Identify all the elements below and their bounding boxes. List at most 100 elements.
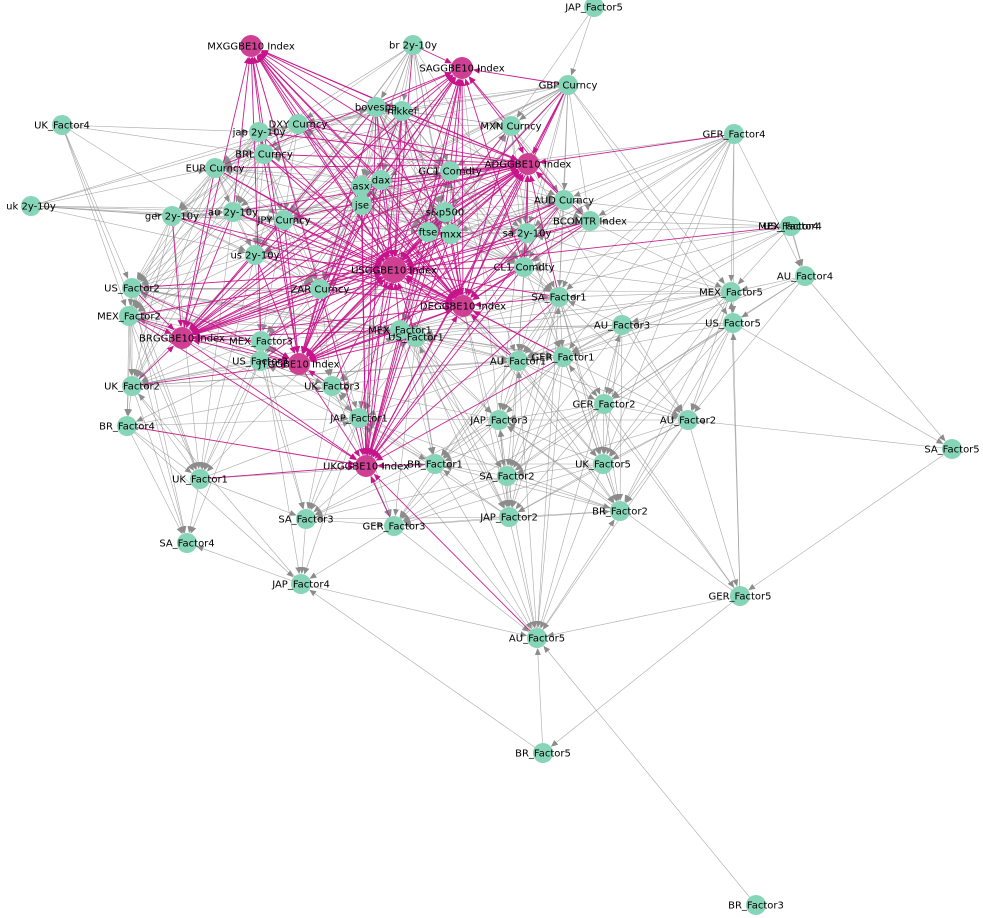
node-AU_Factor3[interactable] [612, 315, 632, 335]
edge-AUD-to-UKGGBE10 [372, 199, 565, 458]
node-DXY[interactable] [288, 114, 308, 134]
edge-nikkei-to-BRGGBE10 [189, 110, 403, 331]
node-SA_Factor4[interactable] [177, 533, 197, 553]
edge-DXY-to-ger2y [180, 123, 299, 211]
node-AU_Factor5[interactable] [527, 628, 547, 648]
node-mxx[interactable] [441, 224, 461, 244]
node-AU_Factor2[interactable] [678, 410, 698, 430]
node-GER_Factor1[interactable] [553, 347, 573, 367]
node-label: SAGGBE10 Index [419, 64, 504, 75]
node-EUR[interactable] [205, 158, 225, 178]
edge-US_Factor2-to-AU_Factor1 [131, 287, 509, 361]
node-ZAR[interactable] [310, 279, 330, 299]
edge-bovespa-to-au2y [241, 106, 377, 207]
node-dax[interactable] [371, 170, 391, 190]
node-GER_Factor4[interactable] [724, 124, 744, 144]
edge-GC1-to-CL1 [449, 170, 518, 260]
edge-bovespa-to-MXGGBE10 [260, 50, 377, 108]
node-GER_Factor3[interactable] [384, 516, 404, 536]
node-MEX_Factor5[interactable] [721, 282, 741, 302]
node-GBP[interactable] [558, 75, 578, 95]
edge-sp500-to-sa2y [444, 211, 518, 232]
node-SA_Factor5[interactable] [942, 439, 962, 459]
node-jap2y[interactable] [249, 122, 269, 142]
node-US_Factor5[interactable] [723, 313, 743, 333]
node-US_Factor3[interactable] [250, 351, 270, 371]
node-GC1[interactable] [440, 161, 460, 181]
node-US_Factor1[interactable] [406, 327, 426, 347]
edge-AU_Factor4-to-GER_Factor1 [572, 275, 806, 355]
edge-AU_Factor1-to-MEX_Factor1 [409, 331, 519, 362]
node-UK_Factor4[interactable] [52, 115, 72, 135]
node-asx[interactable] [351, 176, 371, 196]
node-JAP_Factor1[interactable] [349, 408, 369, 428]
edge-BR_Factor4-to-UK_Factor3 [126, 386, 323, 427]
node-JAP_Factor5[interactable] [584, 0, 604, 17]
edge-JAP_Factor3-to-BR_Factor1 [443, 419, 500, 459]
node-br2y[interactable] [403, 35, 423, 55]
node-BR_Factor2[interactable] [610, 501, 630, 521]
node-nikkei[interactable] [392, 101, 412, 121]
node-MEX_Factor3[interactable] [251, 331, 271, 351]
edge-SA_Factor2-to-BR_Factor2 [506, 475, 611, 509]
node-UK_Factor5[interactable] [593, 454, 613, 474]
edge-GER_Factor5-to-AU_Factor5 [546, 595, 741, 638]
node-CL1[interactable] [514, 257, 534, 277]
node-AU_Factor1[interactable] [508, 351, 528, 371]
node-sa2y[interactable] [517, 223, 537, 243]
node-JTGGBE10[interactable] [288, 353, 310, 375]
node-US_Factor4[interactable] [781, 216, 801, 236]
node-ftse[interactable] [418, 222, 438, 242]
node-US_Factor2[interactable] [122, 278, 142, 298]
node-UK_Factor1[interactable] [190, 469, 210, 489]
node-BRGGBE10[interactable] [171, 327, 193, 349]
node-label: SA_Factor3 [278, 515, 333, 526]
edge-UK_Factor4-to-BRL [61, 124, 255, 155]
edge-GER_Factor4-to-BCOMTR [598, 133, 735, 216]
node-ADGGBE10[interactable] [517, 153, 539, 175]
edge-GER_Factor2-to-JAP_Factor3 [508, 403, 605, 421]
node-JAP_Factor2[interactable] [499, 507, 519, 527]
node-sp500[interactable] [435, 202, 455, 222]
node-BR_Factor5[interactable] [533, 743, 553, 763]
node-GER_Factor2[interactable] [594, 394, 614, 414]
node-bovespa[interactable] [366, 97, 386, 117]
node-UK_Factor3[interactable] [322, 376, 342, 396]
edge-GBP-to-asx [370, 84, 569, 182]
node-USGGBE10[interactable] [381, 257, 407, 283]
edge-GC1-to-JTGGBE10 [305, 170, 451, 356]
node-SA_Factor3[interactable] [296, 509, 316, 529]
node-UKGGBE10[interactable] [355, 455, 377, 477]
node-jse[interactable] [352, 195, 372, 215]
node-MEX_Factor2[interactable] [119, 306, 139, 326]
node-JAP_Factor4[interactable] [291, 574, 311, 594]
node-SA_Factor1[interactable] [549, 287, 569, 307]
node-BR_Factor1[interactable] [425, 454, 445, 474]
node-UK_Factor2[interactable] [122, 376, 142, 396]
node-AUD[interactable] [554, 190, 574, 210]
node-MXN[interactable] [501, 116, 521, 136]
node-label: GER_Factor3 [363, 522, 426, 533]
edge-MEX_Factor3-to-SA_Factor3 [260, 340, 305, 510]
edge-SA_Factor1-to-UKGGBE10 [374, 296, 560, 459]
node-BR_Factor3[interactable] [746, 895, 766, 915]
node-BRL[interactable] [254, 144, 274, 164]
node-MXGGBE10[interactable] [240, 35, 262, 57]
node-uk2y[interactable] [21, 196, 41, 216]
node-us2y[interactable] [245, 245, 265, 265]
node-JAP_Factor3[interactable] [489, 410, 509, 430]
edge-AU_Factor4-to-SA_Factor5 [804, 275, 946, 442]
node-BR_Factor4[interactable] [117, 416, 137, 436]
node-SAGGBE10[interactable] [451, 57, 473, 79]
node-BCOMTR[interactable] [580, 211, 600, 231]
edge-GER_Factor2-to-SA_Factor2 [514, 403, 605, 470]
node-GER_Factor5[interactable] [730, 586, 750, 606]
node-au2y[interactable] [223, 202, 243, 222]
node-AU_Factor4[interactable] [795, 266, 815, 286]
node-JPY[interactable] [274, 210, 294, 230]
edge-ftse-to-UKGGBE10 [367, 231, 429, 456]
node-MEX_Factor1[interactable] [390, 320, 410, 340]
node-DEGGBE10[interactable] [452, 295, 474, 317]
node-SA_Factor2[interactable] [497, 466, 517, 486]
node-ger2y[interactable] [162, 206, 182, 226]
